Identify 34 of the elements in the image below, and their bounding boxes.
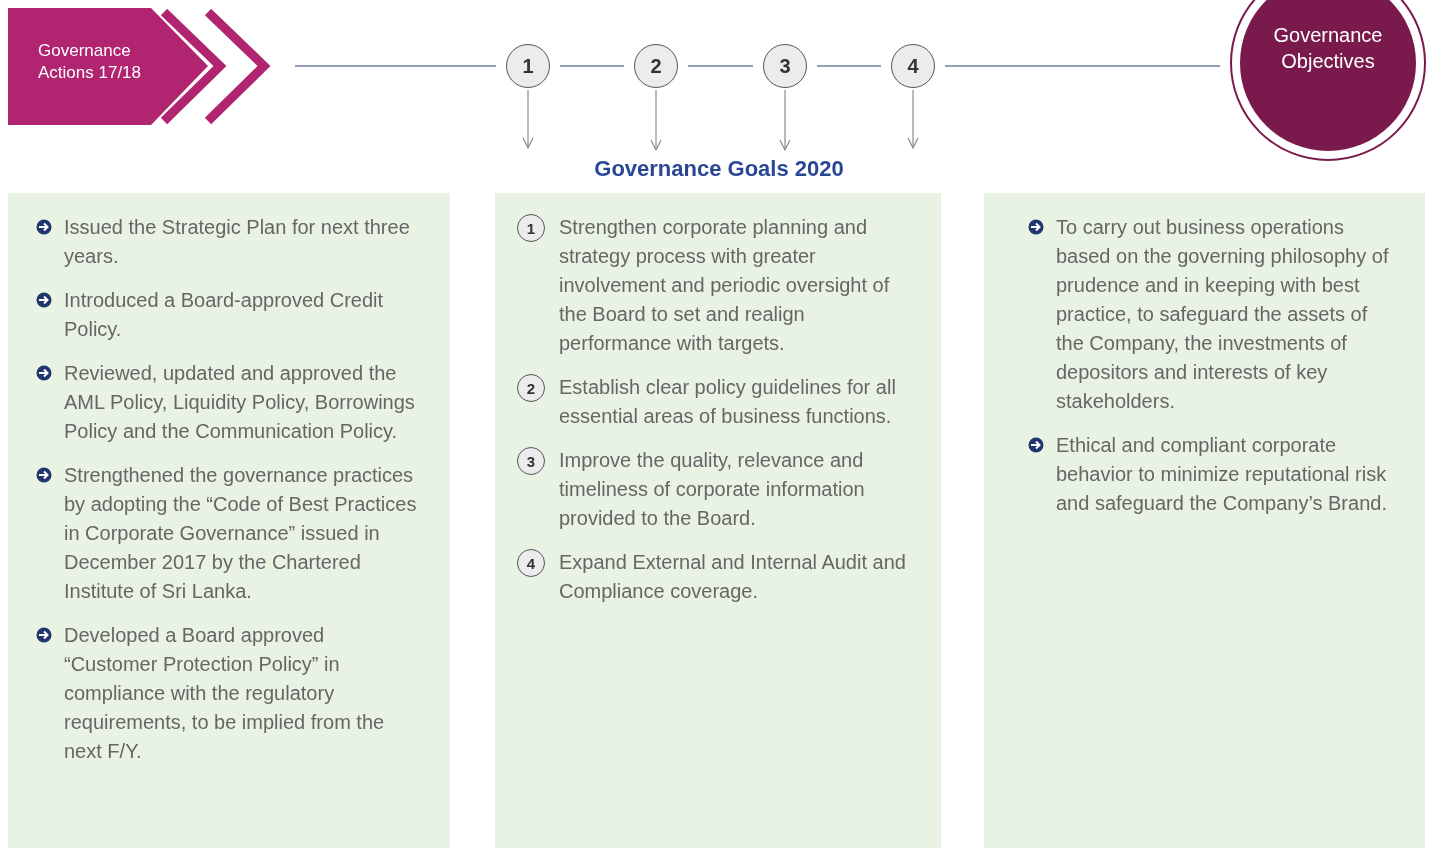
step-number-circle: 2 xyxy=(634,44,678,88)
list-item-text: Strengthen corporate planning and strategy process with greater involvement and periodic oversight of the Board to set and realign performance with targets. xyxy=(559,215,891,356)
objectives-title: Governance Objectives xyxy=(1272,23,1384,74)
arrow xyxy=(907,89,919,149)
step-number-circle: 1 xyxy=(506,44,550,88)
section-heading: Governance Goals 2020 xyxy=(585,152,853,184)
connector-line xyxy=(944,65,1221,67)
arrow xyxy=(522,89,534,149)
connector-line xyxy=(559,65,625,67)
panel-background xyxy=(495,193,941,848)
connector-line xyxy=(294,65,497,67)
list-item-text: Establish clear policy guidelines for all essential areas of business functions. xyxy=(559,375,897,429)
list-item-text: Introduced a Board-approved Credit Policy. xyxy=(64,288,385,342)
list-item-text: Ethical and compliant corporate behavior to minimize reputational risk and safeguard the Company’s Brand. xyxy=(1056,433,1388,516)
banner-title: Governance Actions 17/18 xyxy=(38,40,142,84)
arrow xyxy=(650,89,662,151)
step-number-circle: 3 xyxy=(763,44,807,88)
list-item-text: Issued the Strategic Plan for next three years. xyxy=(64,215,411,269)
step-number: 4 xyxy=(517,549,545,577)
connector-line xyxy=(816,65,882,67)
connector-line xyxy=(687,65,754,67)
list-item-text: To carry out business operations based on the governing philosophy of prudence and in keeping with best practice, to safeguard the assets of the Company, the investments of depositors and interests of key stakeholders. xyxy=(1056,215,1390,414)
arrow xyxy=(779,89,791,151)
step-number: 1 xyxy=(517,214,545,242)
step-number-circle: 4 xyxy=(891,44,935,88)
step-number: 3 xyxy=(517,447,545,475)
step-number: 2 xyxy=(517,374,545,402)
list-item-text: Improve the quality, relevance and timeliness of corporate information provided to the Board. xyxy=(559,448,866,531)
list-item-text: Reviewed, updated and approved the AML Policy, Liquidity Policy, Borrowings Policy and the Communication Policy. xyxy=(64,361,416,444)
list-item-text: Developed a Board approved “Customer Protection Policy” in compliance with the regulatory requirements, to be implied from the next F/Y. xyxy=(64,623,386,764)
panel-background xyxy=(984,193,1425,848)
panel-background xyxy=(8,193,450,848)
list-item-text: Expand External and Internal Audit and Compliance coverage. xyxy=(559,550,907,604)
list-item-text: Strengthened the governance practices by adopting the “Code of Best Practices in Corporate Governance” issued in December 2017 by the Chartered Institute of Sri Lanka. xyxy=(64,463,418,604)
